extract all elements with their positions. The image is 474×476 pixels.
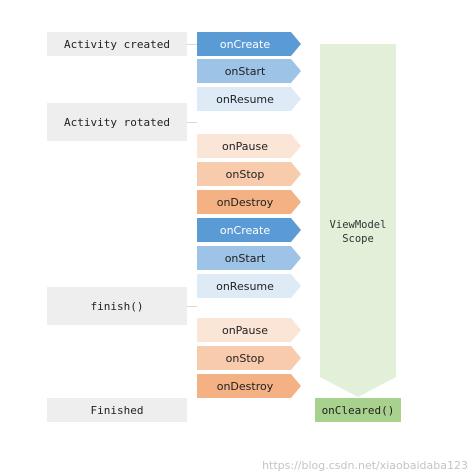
- viewmodel-scope-label: ViewModel Scope: [320, 218, 396, 246]
- lifecycle-step-onpause: onPause: [197, 318, 301, 342]
- lifecycle-step-oncreate: onCreate: [197, 32, 301, 56]
- lifecycle-step-ondestroy: onDestroy: [197, 374, 301, 398]
- step-arrow-shape: [197, 32, 301, 56]
- step-arrow-shape: [197, 218, 301, 242]
- step-label: onCreate: [219, 37, 271, 51]
- step-arrow-shape: [197, 87, 301, 111]
- step-arrow-shape: [197, 134, 301, 158]
- guide-line: [187, 44, 197, 45]
- guide-line: [187, 122, 197, 123]
- step-label: onStart: [224, 64, 266, 78]
- step-label: onResume: [216, 279, 274, 293]
- step-arrow-shape: [197, 374, 301, 398]
- event-finish: finish(): [47, 287, 187, 325]
- guide-line: [187, 306, 197, 307]
- lifecycle-step-onstop: onStop: [197, 162, 301, 186]
- event-activity-rotated: Activity rotated: [47, 103, 187, 141]
- lifecycle-step-ondestroy: onDestroy: [197, 190, 301, 214]
- step-label: onDestroy: [216, 195, 274, 209]
- step-label: onStop: [225, 351, 265, 365]
- lifecycle-step-oncreate: onCreate: [197, 218, 301, 242]
- step-arrow-shape: [197, 246, 301, 270]
- lifecycle-step-onstart: onStart: [197, 246, 301, 270]
- event-activity-created: Activity created: [47, 32, 187, 56]
- viewmodel-scope-arrow: [320, 44, 396, 397]
- lifecycle-step-onstop: onStop: [197, 346, 301, 370]
- step-label: onStart: [224, 251, 266, 265]
- step-arrow-shape: [197, 162, 301, 186]
- step-label: onDestroy: [216, 379, 274, 393]
- step-label: onResume: [216, 92, 274, 106]
- lifecycle-step-onresume: onResume: [197, 87, 301, 111]
- lifecycle-step-onresume: onResume: [197, 274, 301, 298]
- scope-line-2: Scope: [342, 233, 374, 245]
- step-arrow-shape: [197, 346, 301, 370]
- step-arrow-shape: [197, 274, 301, 298]
- step-arrow-shape: [197, 190, 301, 214]
- on-cleared-box: onCleared(): [315, 398, 401, 422]
- step-label: onCreate: [219, 223, 271, 237]
- scope-line-1: ViewModel: [329, 219, 387, 231]
- step-arrow-shape: [197, 318, 301, 342]
- step-label: onStop: [225, 167, 265, 181]
- lifecycle-step-onstart: onStart: [197, 59, 301, 83]
- step-label: onPause: [221, 139, 269, 153]
- event-finished: Finished: [47, 398, 187, 422]
- watermark-text: https://blog.csdn.net/xiaobaidaba123: [262, 459, 468, 472]
- step-label: onPause: [221, 323, 269, 337]
- lifecycle-step-onpause: onPause: [197, 134, 301, 158]
- step-arrow-shape: [197, 59, 301, 83]
